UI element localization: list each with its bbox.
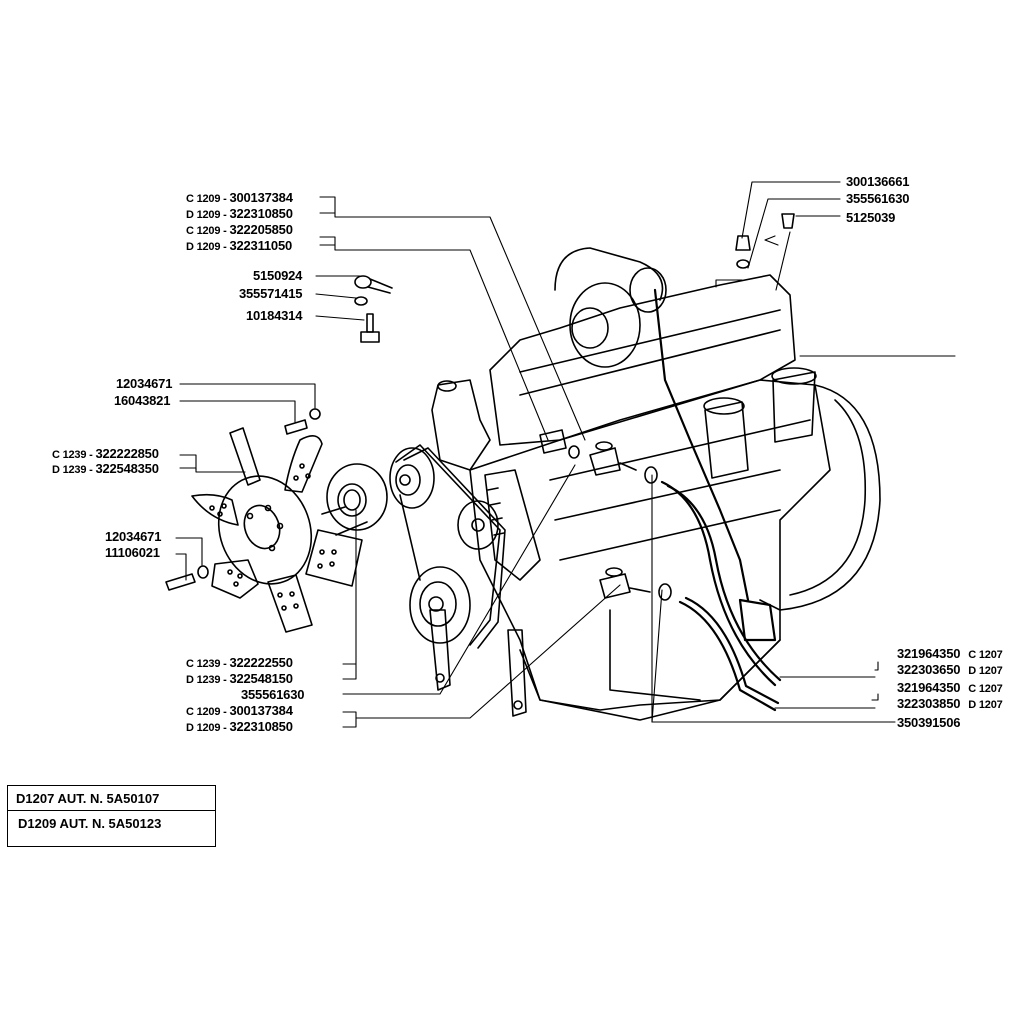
part-label: C 1209 - 300137384 — [186, 190, 293, 205]
part-label: 12034671 — [116, 376, 173, 391]
part-label: C 1209 - 322205850 — [186, 222, 293, 237]
small-hardware — [165, 213, 795, 591]
part-label: 5150924 — [253, 268, 303, 283]
model-info-row: D1209 AUT. N. 5A50123 — [18, 816, 162, 831]
part-label: D 1239 - 322548350 — [52, 461, 159, 476]
part-label: 355561630 — [241, 687, 305, 702]
pulleys-belt — [389, 444, 541, 649]
part-label: D 1239 - 322548150 — [186, 671, 293, 686]
part-label: C 1239 - 322222850 — [52, 446, 159, 461]
part-label: 355571415 — [239, 286, 303, 301]
model-info-row: D1207 AUT. N. 5A50107 — [8, 786, 215, 811]
part-label: 350391506 — [897, 715, 961, 730]
part-label: D 1209 - 322310850 — [186, 206, 293, 221]
injector-fittings — [539, 429, 672, 601]
fan-spacer — [321, 463, 388, 536]
part-label: 10184314 — [246, 308, 303, 323]
part-label: D 1209 - 322310850 — [186, 719, 293, 734]
part-label: 12034671 — [105, 529, 162, 544]
part-label: 5125039 — [846, 210, 896, 225]
part-label: C 1209 - 300137384 — [186, 703, 293, 718]
part-label: 300136661 — [846, 174, 910, 189]
part-label: D 1209 - 322311050 — [186, 238, 293, 253]
engine-block — [429, 247, 881, 721]
part-label: 16043821 — [114, 393, 171, 408]
part-label: C 1239 - 322222550 — [186, 655, 293, 670]
model-info-box: D1207 AUT. N. 5A50107 D1209 AUT. N. 5A50… — [7, 785, 216, 847]
part-label: 11106021 — [105, 545, 160, 560]
leader-lines — [175, 181, 956, 728]
oil-hoses — [653, 288, 782, 712]
part-label: 355561630 — [846, 191, 910, 206]
fan-blades — [191, 427, 363, 633]
